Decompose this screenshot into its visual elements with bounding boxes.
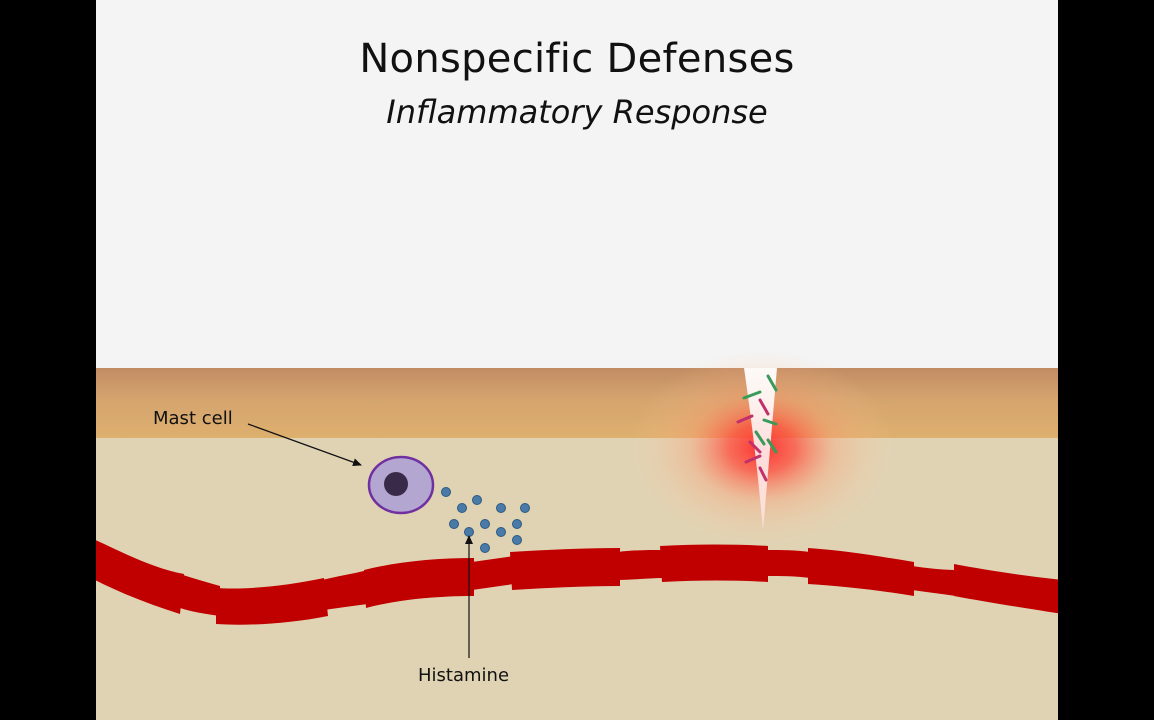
bacterium xyxy=(742,390,762,400)
histamine-dot xyxy=(512,535,522,545)
histamine-dot xyxy=(520,503,530,513)
slide-title: Nonspecific Defenses xyxy=(359,36,795,82)
vessel-segment xyxy=(954,564,1058,614)
vessel-connector xyxy=(472,556,514,590)
histamine-label: Histamine xyxy=(418,665,510,686)
vessel-connector xyxy=(180,574,220,616)
vessel-segment xyxy=(660,544,768,582)
vessel-connector xyxy=(618,550,664,580)
vessel-segment xyxy=(216,578,328,625)
vessel-connector xyxy=(766,550,810,578)
slide: Nonspecific Defenses Inflammatory Respon… xyxy=(96,0,1058,720)
bacterium xyxy=(766,374,778,392)
histamine-dot xyxy=(496,503,506,513)
histamine-dot xyxy=(464,527,474,537)
slide-subtitle: Inflammatory Response xyxy=(386,93,768,131)
histamine-dot xyxy=(480,543,490,553)
histamine-dot xyxy=(480,519,490,529)
bacterium xyxy=(758,398,770,416)
vessel-segment xyxy=(510,548,620,590)
mast-cell xyxy=(367,455,435,515)
bacterium xyxy=(754,430,766,446)
histamine-dot xyxy=(449,519,459,529)
histamine-dot xyxy=(472,495,482,505)
histamine-dot xyxy=(496,527,506,537)
mast-cell-nucleus xyxy=(384,472,408,496)
mast-cell-arrow xyxy=(247,423,362,467)
bacterium xyxy=(758,466,768,482)
wound-cut xyxy=(744,368,777,530)
histamine-dot xyxy=(512,519,522,529)
vessel-segment xyxy=(96,540,184,614)
bacterium xyxy=(736,414,754,424)
inflammation-diagram xyxy=(96,350,1058,720)
vessel-connector xyxy=(912,566,956,596)
histamine-dot xyxy=(457,503,467,513)
vessel-segment xyxy=(364,558,474,608)
vessel-segment xyxy=(808,548,914,596)
bacterium xyxy=(744,454,762,464)
bacterium xyxy=(762,418,778,426)
epidermis-layer xyxy=(96,368,1058,438)
histamine-granules xyxy=(441,487,530,553)
blood-vessel xyxy=(96,540,1058,625)
mast-cell-label: Mast cell xyxy=(153,408,233,429)
bacterium xyxy=(766,438,778,454)
bacterium xyxy=(748,440,762,454)
bacteria-group xyxy=(736,374,778,482)
vessel-connector xyxy=(322,570,368,610)
histamine-dot xyxy=(441,487,451,497)
